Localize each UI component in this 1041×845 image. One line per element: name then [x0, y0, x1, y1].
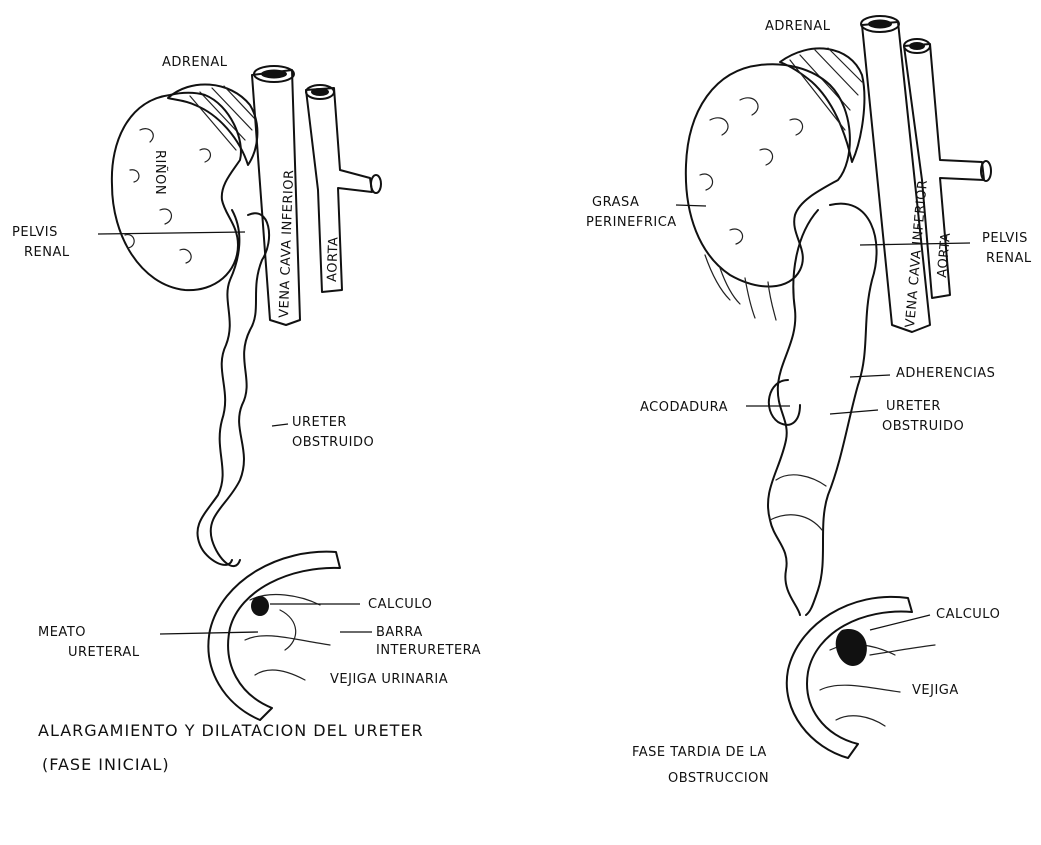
left-label-barra-2: INTERURETERA	[376, 643, 481, 658]
right-panel: ADRENAL GRASA PERINEFRICA VENA CAVA INFE…	[586, 16, 1032, 786]
right-label-vejiga: VEJIGA	[912, 683, 959, 698]
right-calculus	[836, 629, 867, 666]
right-label-ureter-2: OBSTRUIDO	[882, 419, 964, 434]
left-caption-1: ALARGAMIENTO Y DILATACION DEL URETER	[38, 721, 424, 740]
right-label-grasa-1: GRASA	[592, 195, 639, 210]
left-calculus	[251, 596, 269, 616]
left-ureter	[211, 213, 269, 566]
left-label-ureter-2: OBSTRUIDO	[292, 435, 374, 450]
right-ureter	[806, 204, 877, 615]
right-caption-1: FASE TARDIA DE LA	[632, 745, 767, 760]
right-label-vena-cava: VENA CAVA INFERIOR	[903, 179, 931, 328]
right-label-calculo: CALCULO	[936, 607, 1000, 622]
left-label-meato-2: URETERAL	[68, 645, 140, 660]
right-label-ureter-1: URETER	[886, 399, 941, 414]
right-label-aorta: AORTA	[935, 232, 954, 278]
left-label-calculo: CALCULO	[368, 597, 432, 612]
left-adrenal-gland	[168, 84, 257, 165]
left-label-aorta: AORTA	[325, 236, 342, 282]
right-bladder	[787, 597, 912, 758]
left-label-adrenal: ADRENAL	[162, 55, 228, 70]
left-label-pelvis-1: PELVIS	[12, 225, 58, 240]
right-label-grasa-2: PERINEFRICA	[586, 215, 677, 230]
right-label-adherencias: ADHERENCIAS	[896, 366, 995, 381]
left-label-pelvis-2: RENAL	[24, 245, 70, 260]
left-panel: ADRENAL RIÑON VENA CAVA INFERIOR AORTA P…	[12, 55, 481, 774]
right-label-adrenal: ADRENAL	[765, 19, 831, 34]
left-label-rinon: RIÑON	[152, 150, 168, 195]
left-label-vena-cava: VENA CAVA INFERIOR	[277, 169, 297, 318]
right-label-acodadura: ACODADURA	[640, 400, 728, 415]
left-label-ureter-1: URETER	[292, 415, 347, 430]
right-caption-2: OBSTRUCCION	[668, 771, 769, 786]
left-label-barra-1: BARRA	[376, 625, 423, 640]
left-label-vejiga: VEJIGA URINARIA	[330, 672, 448, 687]
right-label-pelvis-1: PELVIS	[982, 231, 1028, 246]
left-label-meato-1: MEATO	[38, 625, 86, 640]
right-label-pelvis-2: RENAL	[986, 251, 1032, 266]
left-caption-2: (FASE INICIAL)	[42, 755, 170, 774]
